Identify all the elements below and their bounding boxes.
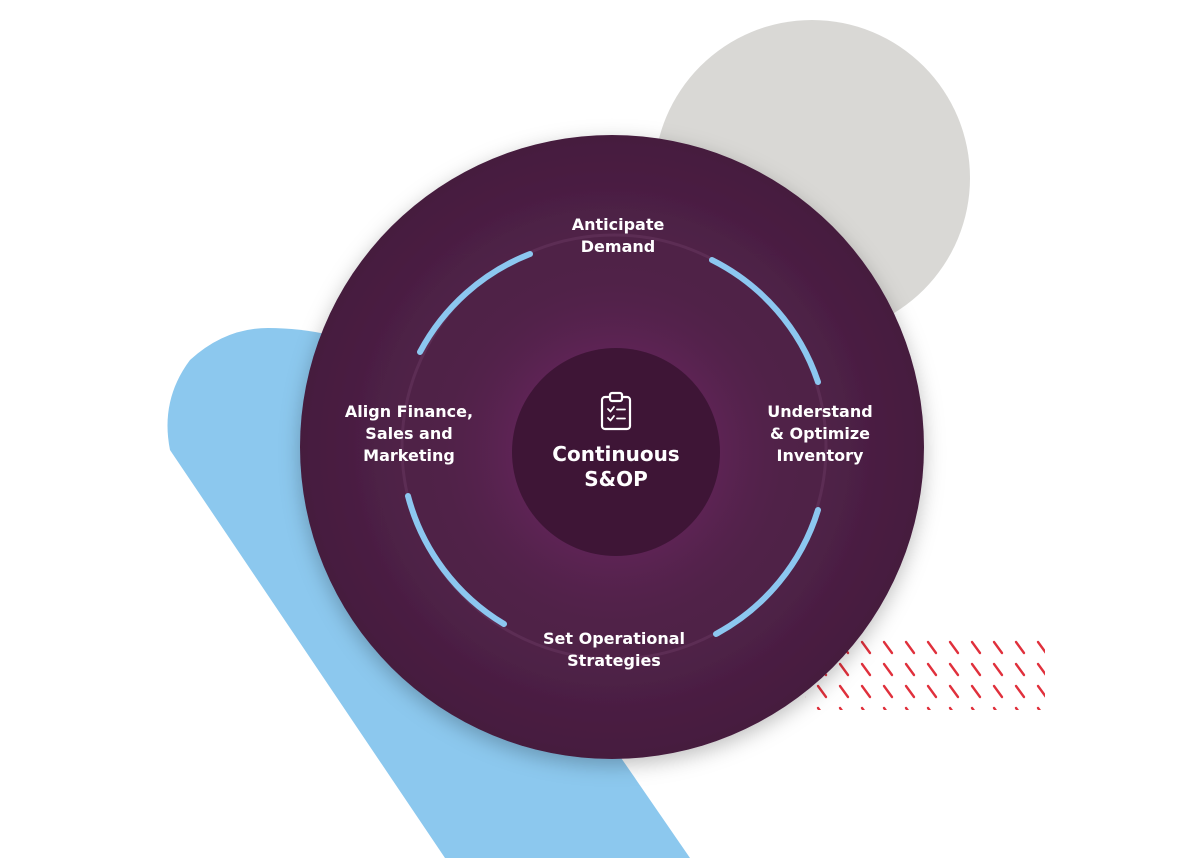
center-core (512, 348, 720, 556)
arc-bottom-left (405, 493, 507, 627)
step-label-operational-strategies: Set Operational Strategies (543, 629, 685, 670)
inner-track-ring (400, 233, 828, 661)
step-label-anticipate-demand: Anticipate Demand (571, 215, 665, 256)
arc-bottom-right (713, 507, 821, 637)
step-label-optimize-inventory: Understand & Optimize Inventory (767, 402, 873, 465)
clipboard-checklist-icon (600, 391, 632, 431)
arc-top-right (709, 257, 821, 385)
arc-top-left (417, 251, 533, 355)
step-label-align-finance: Align Finance, Sales and Marketing (344, 402, 474, 465)
center-title: Continuous S&OP (552, 442, 680, 491)
